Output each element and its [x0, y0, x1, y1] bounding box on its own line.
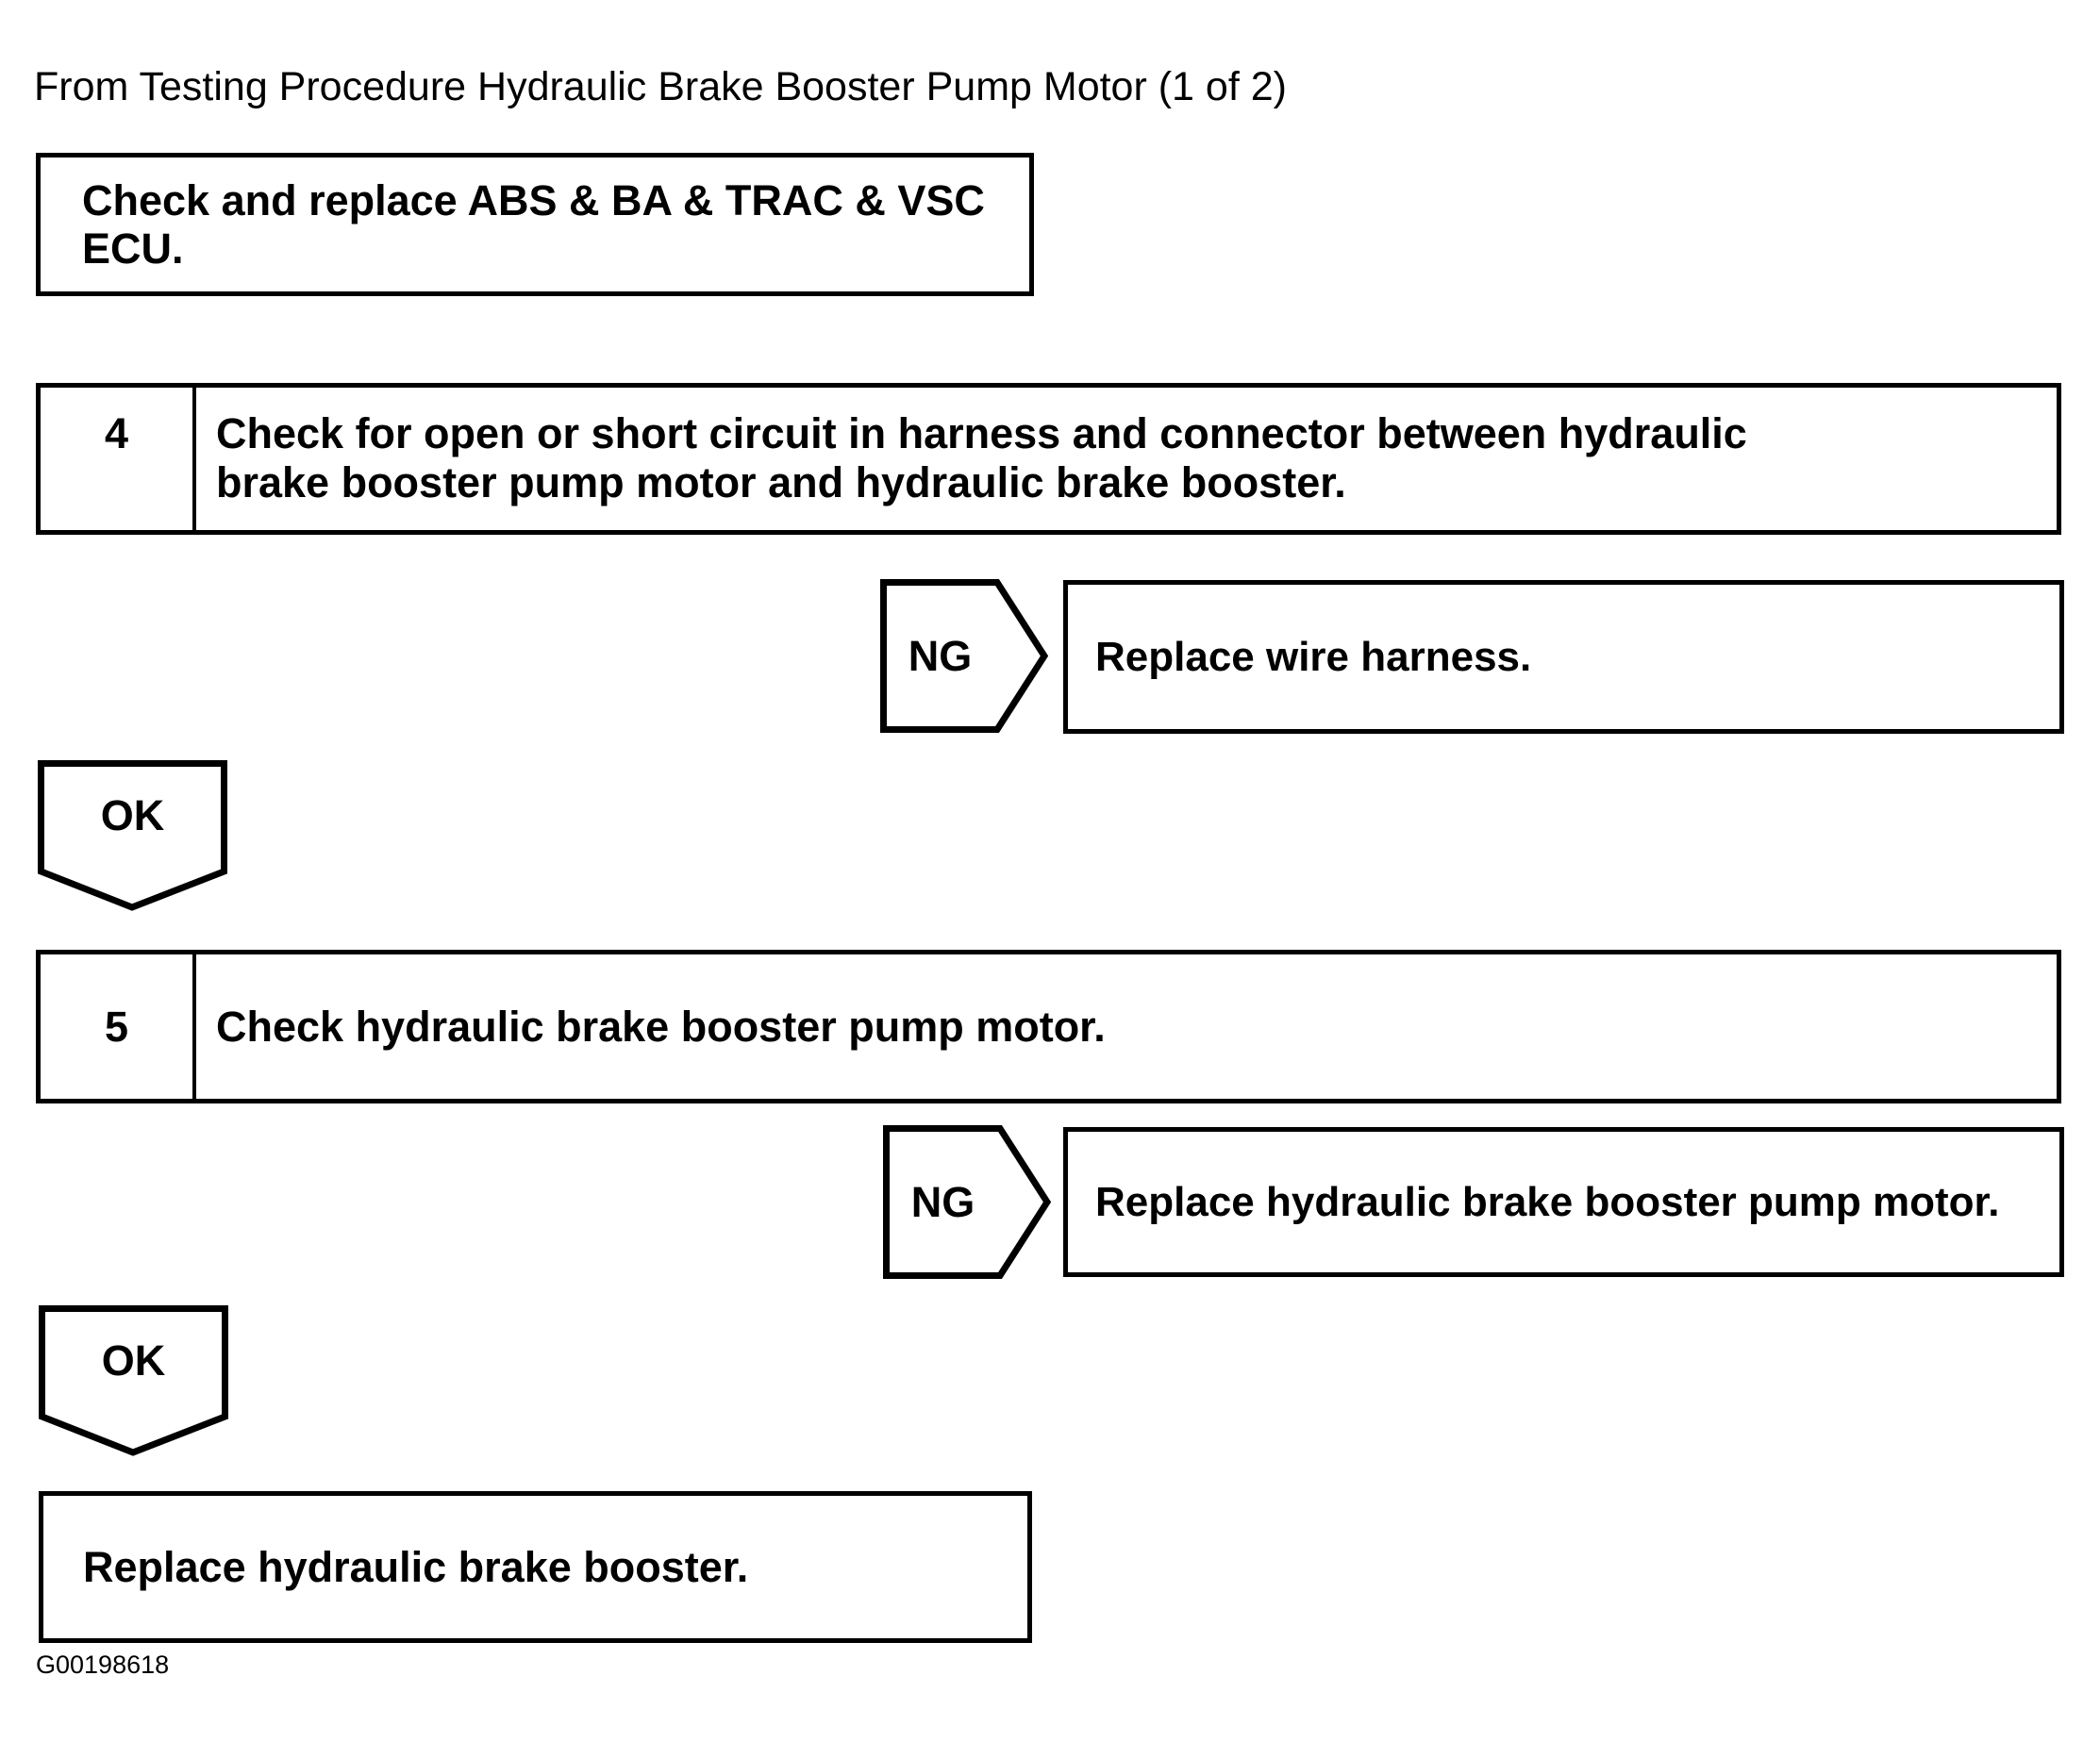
step-4-instruction: Check for open or short circuit in harne…: [216, 409, 1747, 506]
figure-code: G00198618: [36, 1651, 170, 1679]
step-4-box: 4 Check for open or short circuit in har…: [36, 383, 2061, 535]
step-5-box: 5 Check hydraulic brake booster pump mot…: [36, 950, 2061, 1103]
step-5-ng-action-text: Replace hydraulic brake booster pump mot…: [1095, 1178, 2000, 1225]
step-5-ng-connector: NG: [883, 1125, 1051, 1279]
ng-arrow-shape: [883, 1125, 1051, 1279]
step-4-ng-label: NG: [908, 631, 973, 680]
step-5-ng-label: NG: [910, 1177, 975, 1226]
step-5-ng-action-box: Replace hydraulic brake booster pump mot…: [1063, 1127, 2064, 1277]
entry-box-text: Check and replace ABS & BA & TRAC & VSC …: [82, 176, 985, 273]
final-box-text: Replace hydraulic brake booster.: [83, 1543, 749, 1591]
entry-box: Check and replace ABS & BA & TRAC & VSC …: [36, 153, 1034, 296]
step-5-ok-connector: OK: [39, 1305, 228, 1456]
ng-arrow-shape: [880, 579, 1048, 733]
step-4-number: 4: [41, 388, 196, 530]
step-5-ok-label: OK: [101, 1336, 166, 1385]
ok-arrow-shape: [39, 1305, 228, 1456]
step-4-ng-connector: NG: [880, 579, 1048, 733]
step-4-ok-connector: OK: [38, 760, 227, 911]
final-box: Replace hydraulic brake booster.: [39, 1491, 1032, 1643]
step-5-number: 5: [41, 954, 196, 1099]
step-4-ng-action-box: Replace wire harness.: [1063, 580, 2064, 734]
step-4-ng-action-text: Replace wire harness.: [1095, 633, 1532, 680]
step-4-ok-label: OK: [100, 791, 165, 839]
ok-arrow-shape: [38, 760, 227, 911]
page-title: From Testing Procedure Hydraulic Brake B…: [34, 64, 1287, 109]
step-5-instruction: Check hydraulic brake booster pump motor…: [216, 1002, 1106, 1051]
